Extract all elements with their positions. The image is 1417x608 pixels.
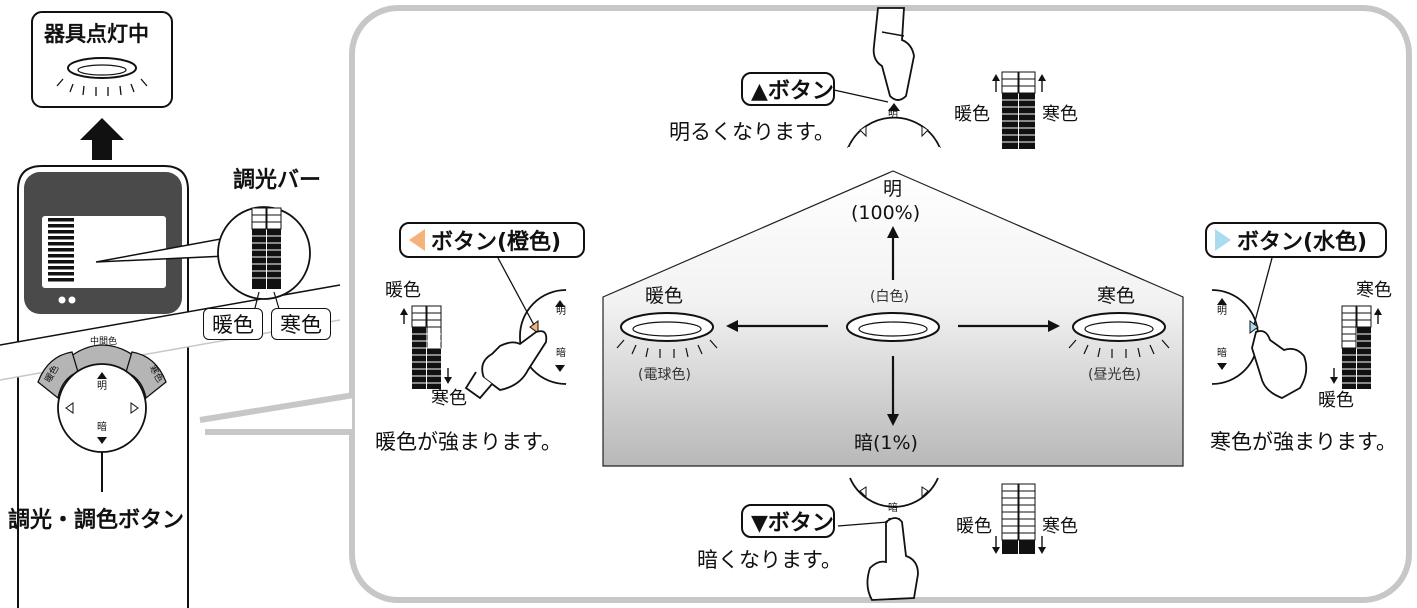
hand-up — [872, 7, 915, 101]
up-bar — [992, 71, 1046, 149]
hand-down — [866, 517, 919, 601]
center-bulb: (電球色) — [638, 367, 691, 383]
lamp-warm — [616, 312, 718, 358]
down-bar-warm: 暖色 — [956, 516, 992, 537]
right-dial-bright: 明 — [1217, 306, 1227, 317]
left-button-label: ボタン(橙色) — [431, 230, 562, 255]
up-button-callout: ▲ボタン — [741, 72, 835, 106]
center-bright-pct: (100%) — [851, 202, 921, 224]
down-bar-cool: 寒色 — [1042, 516, 1078, 537]
warm-tag: 暖色 — [203, 308, 263, 340]
up-desc: 明るくなります。 — [669, 120, 835, 144]
up-bar-cool: 寒色 — [1042, 104, 1078, 125]
right-bar — [1330, 305, 1382, 389]
center-white: (白色) — [870, 289, 909, 305]
center-warm: 暖色 — [645, 285, 684, 307]
left-dial-dark: 暗 — [556, 348, 566, 359]
center-dark: 暗(1%) — [854, 432, 918, 454]
lamp-white — [846, 312, 940, 342]
right-triangle-icon — [1215, 229, 1231, 251]
lit-label: 器具点灯中 — [44, 22, 149, 46]
right-desc: 寒色が強まります。 — [1210, 430, 1397, 454]
right-button-label: ボタン(水色) — [1237, 230, 1368, 255]
center-bright: 明 — [883, 178, 903, 200]
lamp-cool — [1068, 312, 1170, 358]
center-cool: 寒色 — [1097, 285, 1136, 307]
right-bar-warm: 暖色 — [1318, 390, 1354, 411]
left-dial-bright: 明 — [556, 306, 566, 317]
left-bar-warm: 暖色 — [385, 280, 421, 301]
right-bar-cool: 寒色 — [1356, 280, 1392, 301]
center-arrows — [726, 226, 1060, 426]
hand-right — [1251, 330, 1308, 399]
left-bar — [400, 305, 452, 389]
remote-bar — [48, 218, 74, 282]
right-dial-dark: 暗 — [1217, 348, 1227, 359]
down-button-callout: ▼ボタン — [741, 504, 835, 538]
remote-bright-label: 明 — [97, 381, 107, 392]
cool-tag: 寒色 — [271, 308, 331, 340]
dimmer-button-label: 調光・調色ボタン — [8, 508, 185, 533]
right-button-callout: ボタン(水色) — [1205, 222, 1387, 258]
up-dial-bright: 明 — [888, 109, 898, 120]
center-daylight: (昼光色) — [1088, 367, 1141, 383]
down-dial-dark: 暗 — [888, 503, 898, 514]
down-dial — [849, 477, 939, 508]
dimmer-bar-columns — [251, 207, 282, 289]
dimmer-bar-label: 調光バー — [233, 168, 322, 193]
remote-dark-label: 暗 — [97, 422, 107, 433]
up-dial — [847, 116, 941, 149]
left-bar-cool: 寒色 — [431, 388, 467, 409]
down-desc: 暗くなります。 — [697, 548, 842, 572]
left-button-callout: ボタン(橙色) — [399, 222, 585, 258]
remote-mid-label: 中間色 — [90, 337, 118, 347]
up-bar-warm: 暖色 — [954, 104, 990, 125]
left-desc: 暖色が強まります。 — [375, 430, 562, 454]
down-bar — [992, 483, 1046, 554]
left-triangle-icon — [409, 229, 425, 251]
